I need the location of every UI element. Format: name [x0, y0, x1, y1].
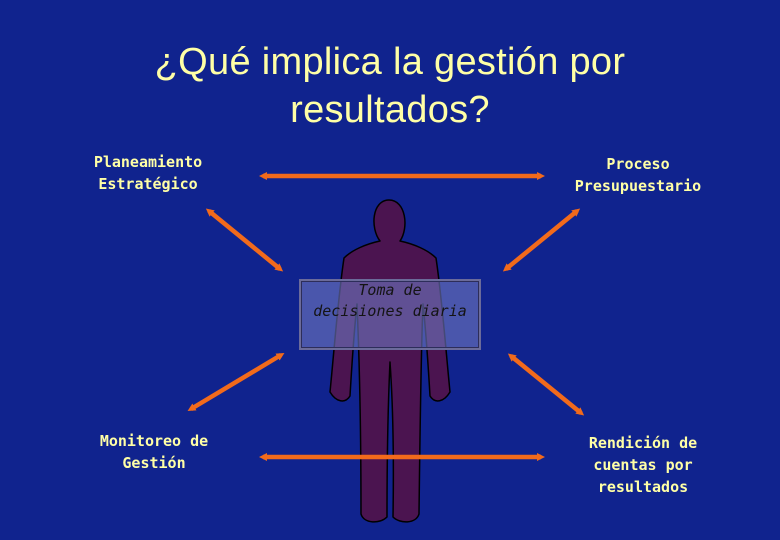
- arrow-monitoreo-center: [187, 352, 285, 412]
- node-rendicion-line-1: Rendición de: [588, 434, 698, 452]
- node-proceso-line-1: Proceso: [606, 155, 670, 173]
- center-label-line-2: decisiones diaria: [313, 302, 467, 320]
- person-figure-icon: [329, 199, 451, 523]
- arrow-proceso-center: [502, 208, 581, 272]
- node-planeamiento-line-2: Estratégico: [98, 175, 198, 193]
- node-rendicion: Rendición de cuentas por resultados: [548, 432, 738, 498]
- node-proceso-line-2: Presupuestario: [574, 177, 702, 195]
- center-label: Toma de decisiones diaria: [290, 280, 490, 322]
- center-box: [299, 279, 481, 350]
- node-monitoreo-line-1: Monitoreo de: [99, 432, 209, 450]
- node-planeamiento: Planeamiento Estratégico: [58, 151, 238, 195]
- slide-title-line-1: ¿Qué implica la gestión por: [154, 41, 626, 83]
- node-proceso: Proceso Presupuestario: [548, 153, 728, 197]
- node-rendicion-line-2: cuentas por: [593, 456, 693, 474]
- arrow-planeamiento-center: [205, 208, 284, 272]
- slide-title-line-2: resultados?: [290, 89, 490, 131]
- node-rendicion-line-3: resultados: [597, 478, 689, 496]
- node-planeamiento-line-1: Planeamiento: [93, 153, 203, 171]
- node-monitoreo-line-2: Gestión: [122, 454, 186, 472]
- arrow-rendicion-center: [507, 353, 585, 416]
- node-monitoreo: Monitoreo de Gestión: [64, 430, 244, 474]
- slide-title: ¿Qué implica la gestión por resultados?: [0, 38, 780, 134]
- center-label-line-1: Toma de: [358, 281, 422, 299]
